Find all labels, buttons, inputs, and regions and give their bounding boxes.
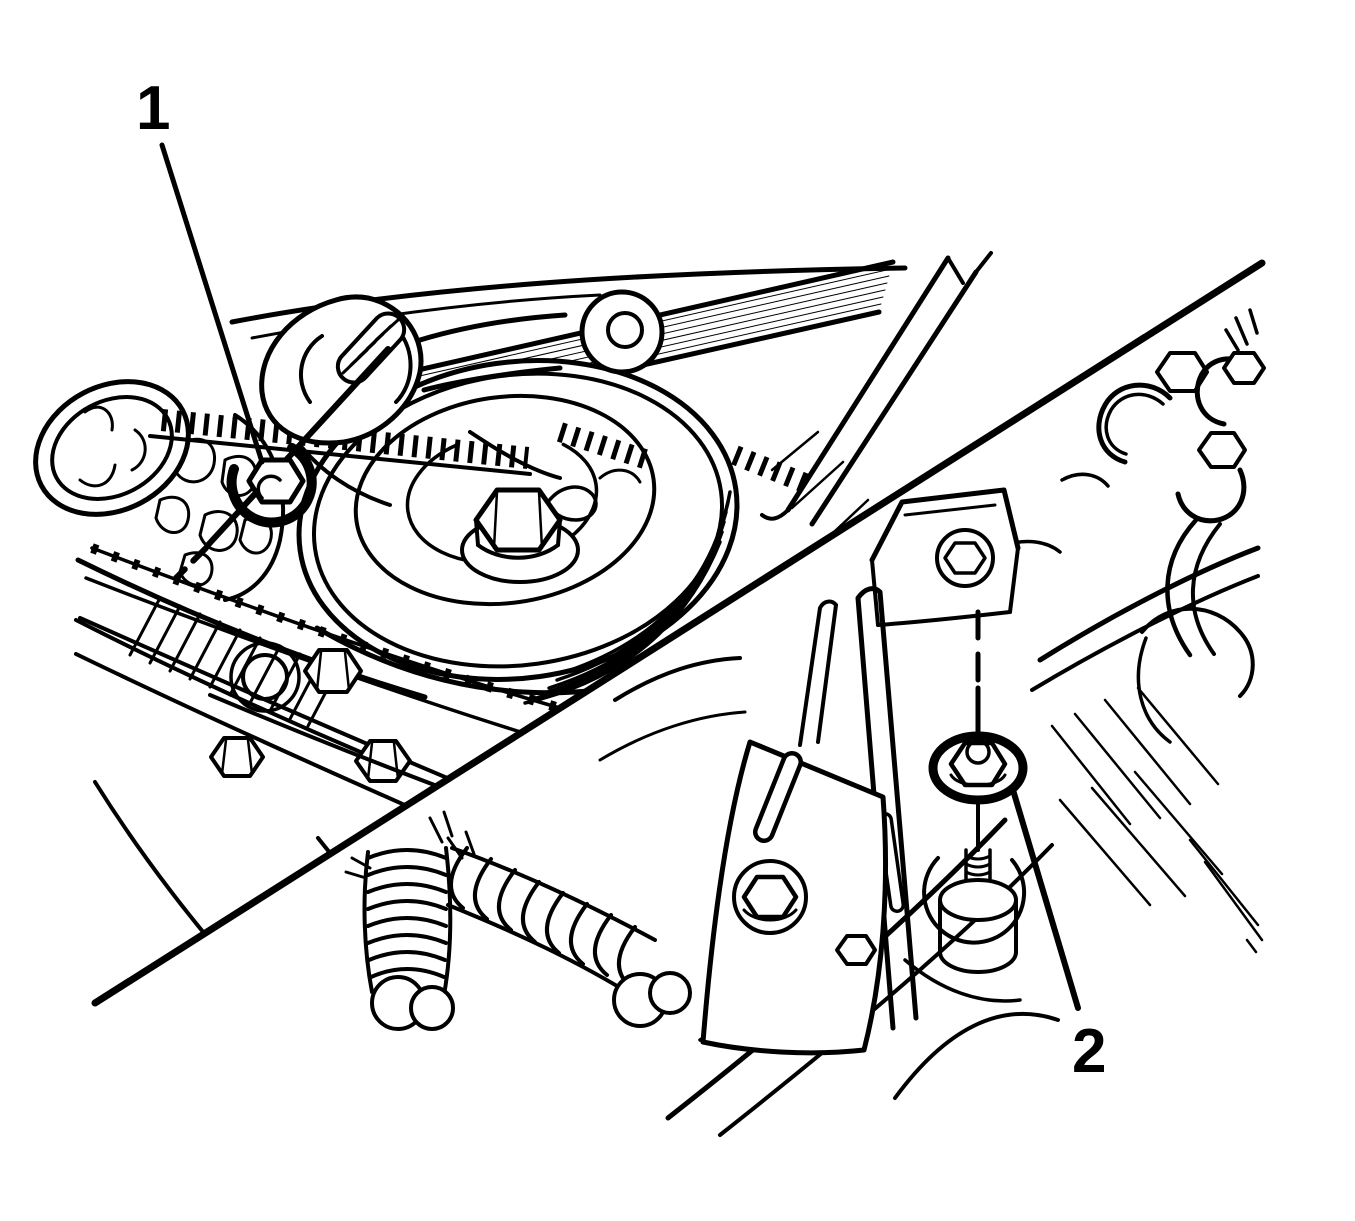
mount-bracket (700, 586, 919, 1056)
block-hex-bolt-1 (303, 648, 363, 694)
pulley-hub-bolt (460, 487, 580, 584)
nut-1-washer (226, 443, 317, 528)
callout-2: 2 (1010, 787, 1106, 1086)
mount-stud-assembly (922, 609, 1028, 974)
casting-details (298, 430, 642, 522)
hose-fittings (1096, 308, 1266, 524)
callout-1-label: 1 (136, 74, 170, 143)
corrugated-hose (344, 810, 692, 1031)
accent-hatching (770, 430, 870, 549)
nut-1 (226, 443, 317, 528)
pulley-ribs (523, 490, 732, 705)
mount-grommet (922, 856, 1027, 974)
stud-axis-dashed (173, 545, 209, 581)
callout-2-leader (1010, 787, 1081, 1011)
block-hex-bolt-3 (354, 739, 412, 783)
bracket-bolt (732, 859, 808, 935)
boss-hole (241, 653, 289, 701)
upper-bracket-bolt (935, 528, 995, 588)
callout-1-leader (159, 142, 265, 465)
crankshaft-pulley (296, 358, 740, 705)
callout-2-label: 2 (1072, 1017, 1106, 1086)
fitting-hex-nut-2 (1222, 351, 1266, 385)
pulley-bottom-edge (314, 625, 603, 696)
support-strut (760, 251, 993, 527)
idler-pulley (33, 379, 191, 517)
block-hex-bolt-2 (209, 736, 265, 778)
engine-block (74, 557, 792, 1003)
stud-threads (341, 318, 400, 375)
view-divider-line (91, 259, 1266, 1007)
wrench-boss (579, 289, 665, 375)
callout-1: 1 (136, 74, 265, 465)
nut-1-hex (246, 457, 306, 505)
nut-2 (928, 731, 1028, 805)
bracket-small-nut (835, 934, 877, 966)
tube-hatching (1050, 686, 1264, 954)
left-view (33, 251, 993, 1003)
fitting-hex-nut-3 (1197, 431, 1247, 469)
upper-bracket (869, 487, 1021, 627)
right-view (344, 308, 1266, 1137)
wrench-boss-hole (606, 311, 644, 349)
